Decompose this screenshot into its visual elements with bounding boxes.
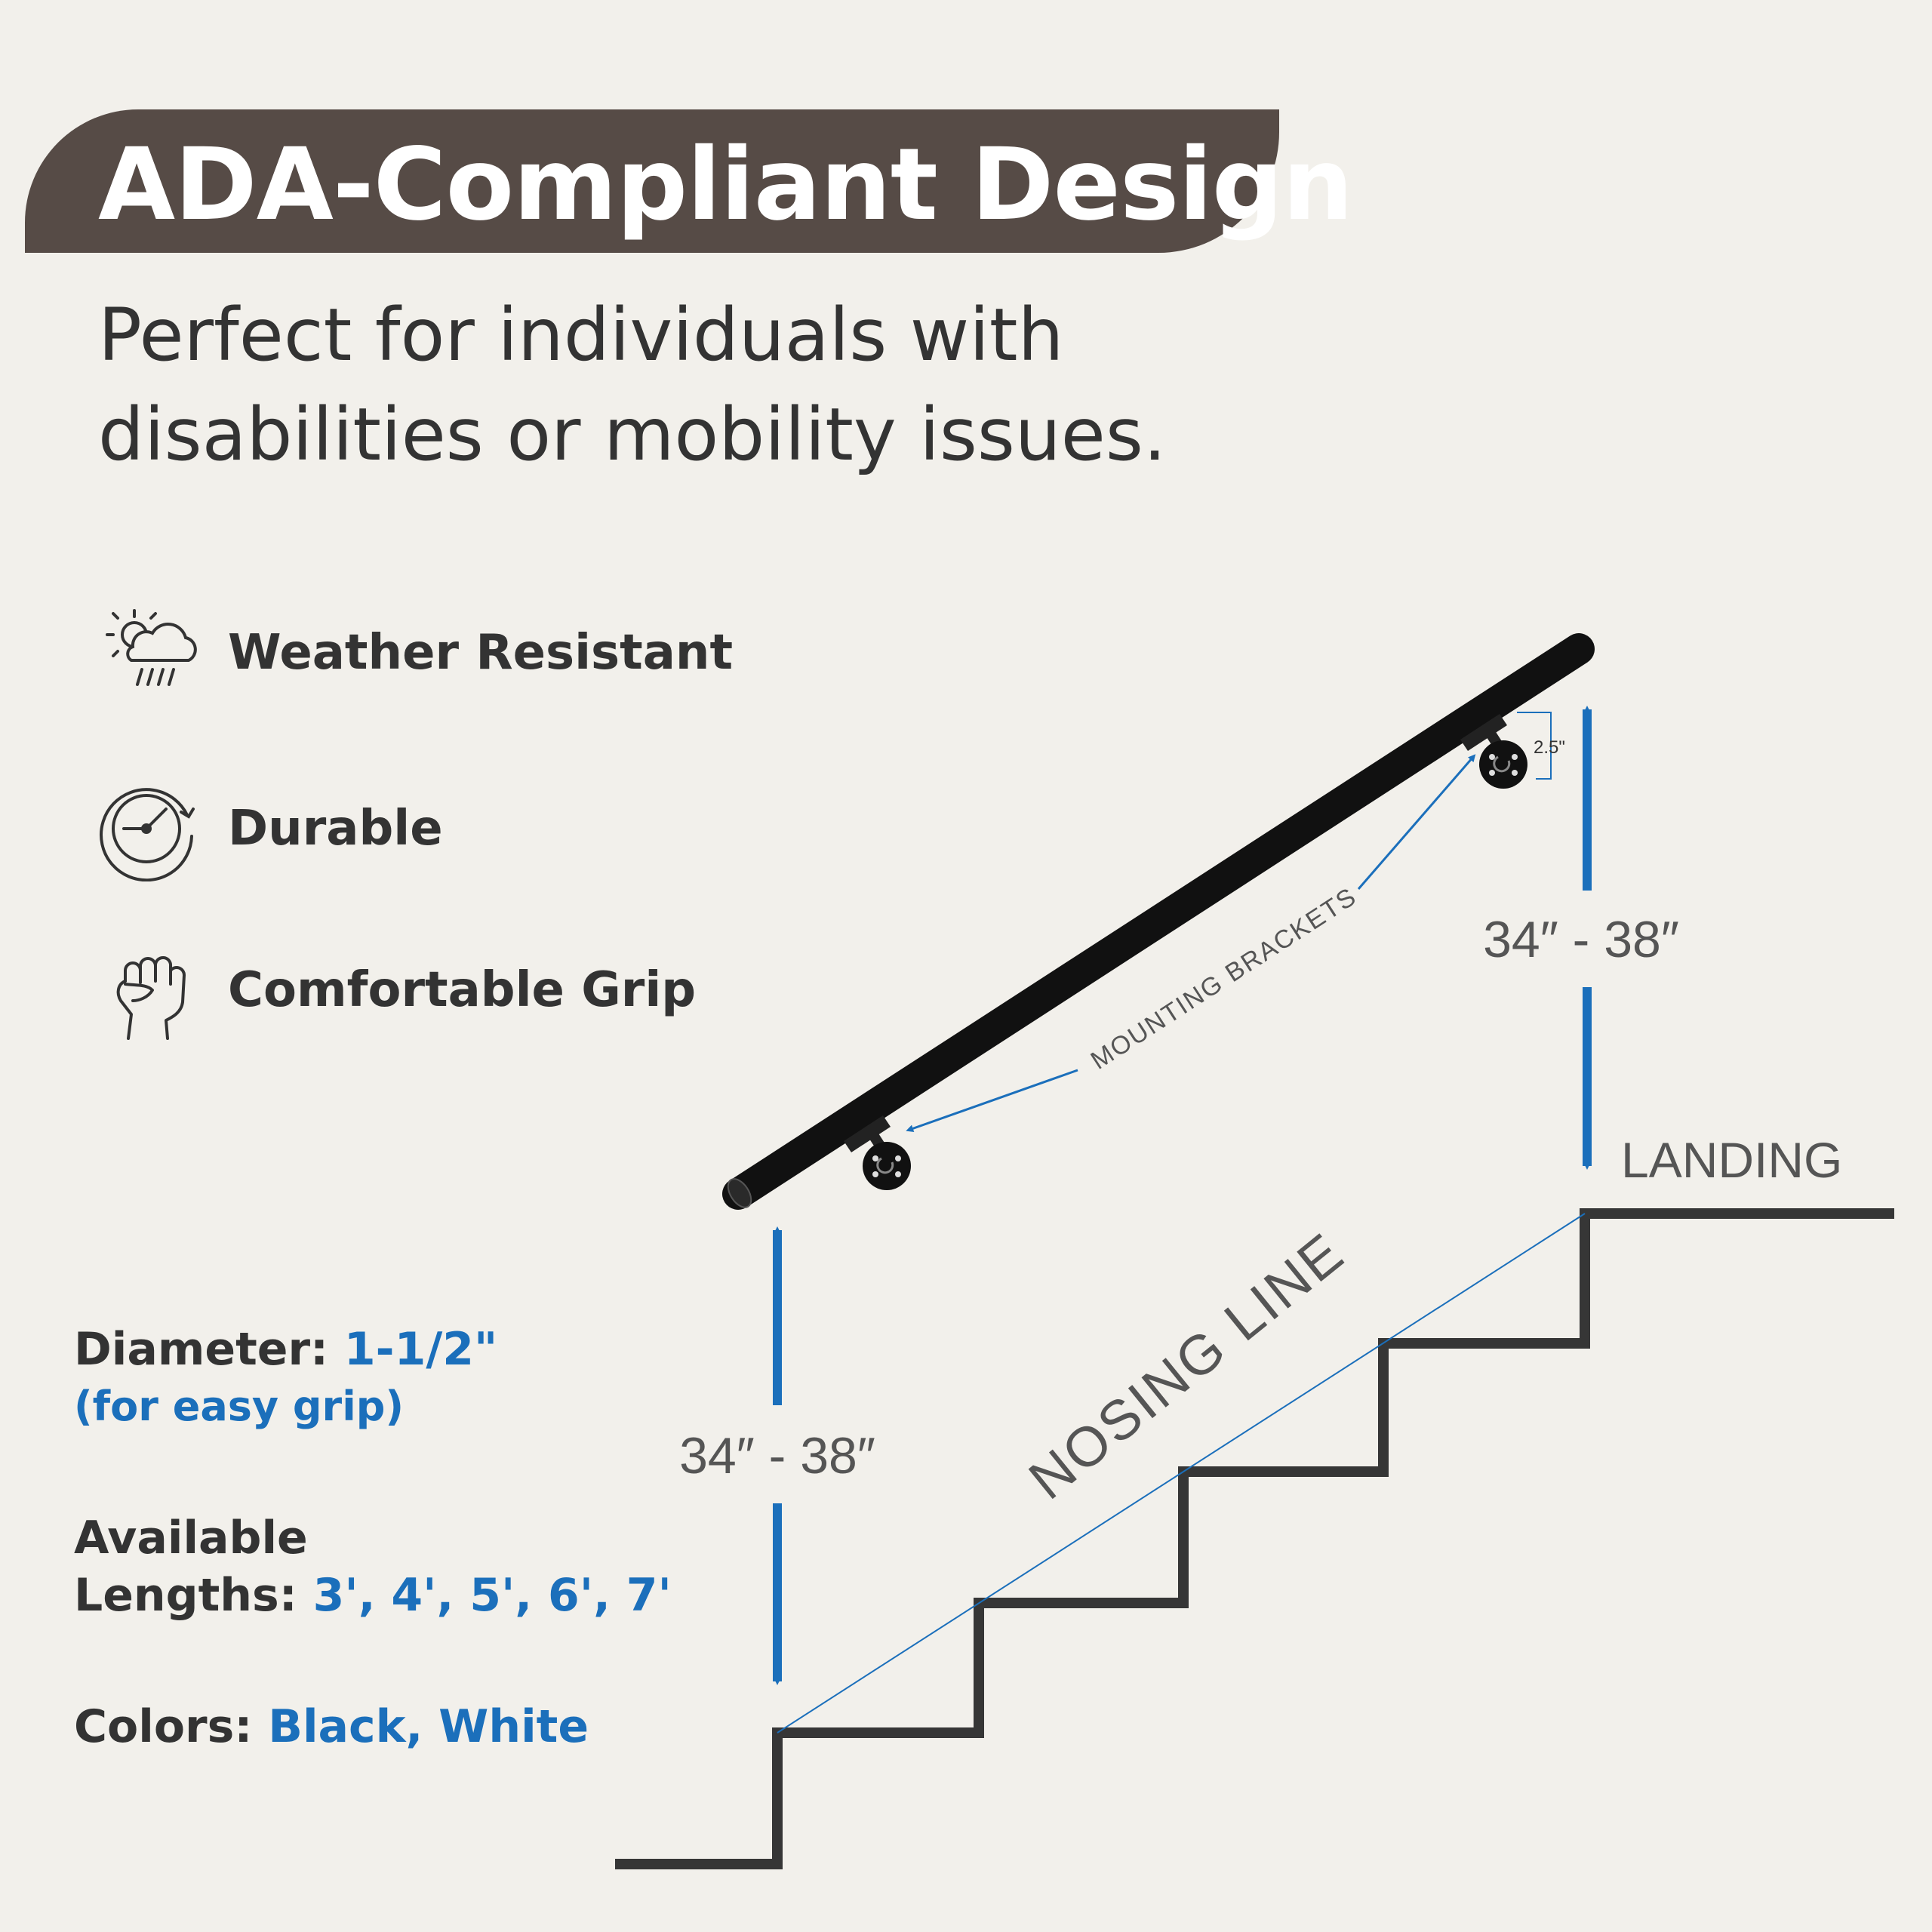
spec-lengths: Available Lengths: 3', 4', 5', 6', 7'	[74, 1509, 672, 1624]
spec-diameter: Diameter: 1-1/2" (for easy grip)	[74, 1321, 497, 1435]
feature-comfortable-grip: Comfortable Grip	[98, 937, 696, 1043]
weather-icon	[106, 609, 197, 686]
spec-label: Colors:	[74, 1700, 253, 1753]
subtitle-line-2: disabilities or mobility issues.	[98, 392, 1167, 477]
bracket-offset-dimension	[1517, 712, 1552, 780]
feature-durable: Durable	[98, 776, 443, 881]
spec-label: Available	[74, 1512, 308, 1564]
mounting-bracket-lower	[844, 1115, 911, 1190]
nosing-line	[777, 1213, 1586, 1734]
feature-label: Durable	[228, 801, 443, 857]
feature-weather-resistant: Weather Resistant	[98, 600, 733, 706]
landing-label: LANDING	[1621, 1132, 1842, 1188]
feature-label: Comfortable Grip	[228, 962, 697, 1018]
subtitle-line-1: Perfect for individuals with	[98, 293, 1064, 377]
bracket-leader-lower	[906, 1069, 1078, 1133]
bracket-offset-label: 2.5"	[1534, 737, 1565, 758]
feature-label: Weather Resistant	[228, 625, 734, 681]
durable-gauge-icon	[100, 788, 195, 881]
spec-colors: Colors: Black, White	[74, 1698, 589, 1755]
stair-steps	[615, 1208, 1894, 1869]
spec-value: Black, White	[268, 1700, 589, 1753]
fist-grip-icon	[116, 956, 186, 1040]
page-subtitle: Perfect for individuals with disabilitie…	[98, 285, 1306, 485]
page-title: ADA-Compliant Design	[98, 127, 1353, 243]
spec-value: 1-1/2"	[343, 1323, 498, 1376]
handrail-end-cap	[727, 1178, 752, 1208]
height-label-lower: 34″ - 38″	[679, 1427, 875, 1484]
spec-label: Diameter:	[74, 1323, 329, 1376]
bracket-leader-upper	[1357, 754, 1476, 890]
mounting-bracket-upper	[1460, 714, 1527, 789]
title-banner	[25, 109, 1279, 253]
handrail	[722, 633, 1595, 1210]
spec-label: Lengths:	[74, 1569, 297, 1622]
mounting-brackets-label: MOUNTING BRACKETS	[1086, 882, 1362, 1075]
height-label-upper: 34″ - 38″	[1483, 911, 1679, 968]
spec-note: (for easy grip)	[74, 1383, 405, 1430]
spec-value: 3', 4', 5', 6', 7'	[312, 1569, 672, 1622]
